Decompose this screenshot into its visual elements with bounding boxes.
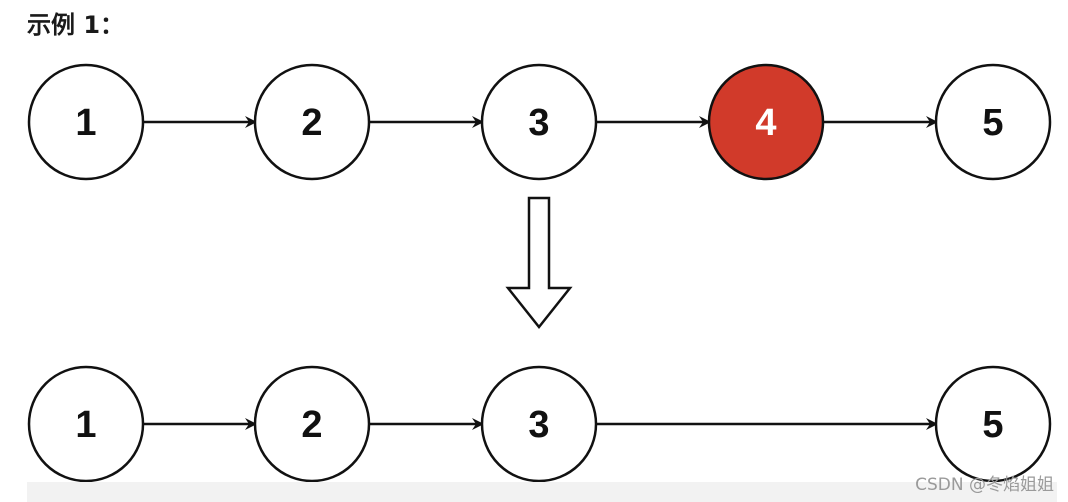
before-node-circle (934, 63, 1052, 181)
before-node-circle (480, 63, 598, 181)
before-node-circle (27, 63, 145, 181)
before-node-5: 5 (934, 63, 1052, 181)
watermark: CSDN @冬焰姐姐 (915, 475, 1054, 495)
after-node-label: 1 (75, 404, 96, 446)
after-list: 1 2 3 5 (27, 365, 1052, 483)
after-node-1: 1 (27, 365, 145, 483)
after-node-circle (480, 365, 598, 483)
after-node-circle (934, 365, 1052, 483)
transform-down-arrow (505, 196, 573, 330)
before-node-3: 3 (480, 63, 598, 181)
after-node-label: 3 (528, 404, 549, 446)
after-node-2: 2 (253, 365, 371, 483)
before-list: 1 2 3 4 5 (27, 63, 1052, 181)
before-node-label: 1 (75, 102, 96, 144)
before-node-label: 2 (301, 102, 322, 144)
after-node-5: 5 (934, 365, 1052, 483)
after-node-label: 5 (982, 404, 1003, 446)
before-node-label: 4 (755, 102, 776, 144)
footer-bar (27, 482, 1057, 502)
after-node-circle (253, 365, 371, 483)
before-node-label: 5 (982, 102, 1003, 144)
before-node-label: 3 (528, 102, 549, 144)
after-node-circle (27, 365, 145, 483)
before-node-1: 1 (27, 63, 145, 181)
before-node-4: 4 (707, 63, 825, 181)
after-node-label: 2 (301, 404, 322, 446)
example-title: 示例 1： (27, 11, 125, 39)
before-node-circle (253, 63, 371, 181)
before-node-2: 2 (253, 63, 371, 181)
after-node-3: 3 (480, 365, 598, 483)
before-node-circle (707, 63, 825, 181)
